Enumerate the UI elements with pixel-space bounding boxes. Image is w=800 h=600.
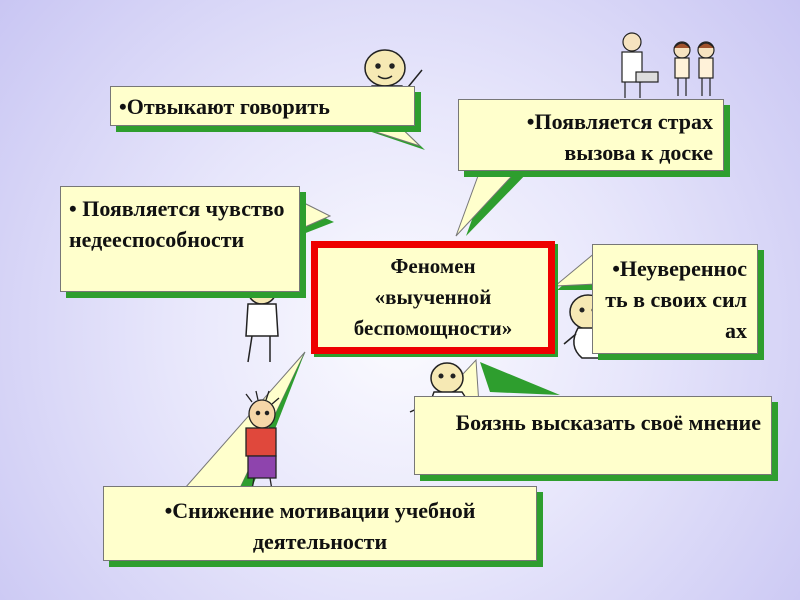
callout-self-doubt: •Неуверенность в своих силах [592,244,758,354]
center-line-2: «выученной [374,285,492,309]
callout-fear-opinion-text: Боязнь высказать своё мнение [455,410,761,435]
center-line-3: беспомощности» [353,316,513,340]
center-line-1: Феномен [390,254,476,278]
callout-motivation: •Снижение мотивации учебной деятельности [103,486,537,561]
callout-self-doubt-text: •Неуверенность в своих силах [605,256,747,343]
callout-fear-blackboard: •Появляется страх вызова к доске [458,99,724,171]
callout-incapacity-text: • Появляется чувство недееспособности [69,196,285,252]
callout-motivation-text: •Снижение мотивации учебной деятельности [164,498,476,554]
callout-stop-talking: •Отвыкают говорить [110,86,415,126]
callout-fear-opinion: Боязнь высказать своё мнение [414,396,772,475]
callout-stop-talking-text: •Отвыкают говорить [119,94,330,119]
callout-incapacity: • Появляется чувство недееспособности [60,186,300,292]
center-concept-box: Феномен «выученной беспомощности» [311,241,555,354]
callout-fear-blackboard-text: •Появляется страх вызова к доске [526,109,713,165]
doctor-and-children-icon [621,32,715,98]
